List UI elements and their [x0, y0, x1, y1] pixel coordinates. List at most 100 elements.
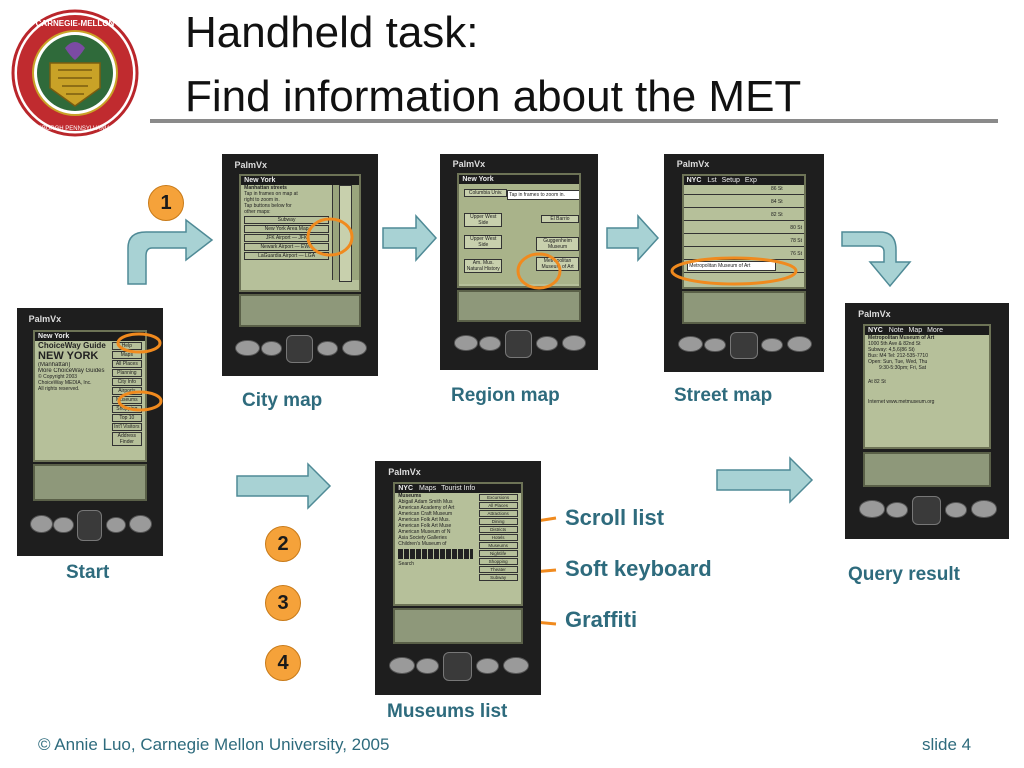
cat-attractions[interactable]: Attractions — [478, 510, 518, 518]
menu-airports[interactable]: Airports — [111, 387, 142, 396]
phone-button[interactable] — [885, 501, 909, 518]
date-button[interactable] — [859, 500, 885, 518]
tab-map[interactable]: Map — [908, 327, 923, 335]
jfk-button[interactable]: JFK Airport — JFK — [244, 233, 329, 242]
cat-all-places[interactable]: All Places — [478, 502, 518, 510]
date-button[interactable] — [677, 336, 703, 353]
date-button[interactable] — [453, 334, 479, 351]
todo-button[interactable] — [316, 341, 339, 356]
list-item[interactable]: Asia Society Galleries — [398, 535, 447, 542]
scroll-rocker[interactable] — [504, 330, 533, 358]
scroll-list[interactable]: Museums Abigail Adam Smith Mus American … — [395, 493, 475, 582]
phone-button[interactable] — [53, 516, 74, 534]
cat-theater[interactable]: Theater — [478, 566, 518, 574]
cat-excursions[interactable]: Excursions — [478, 494, 518, 502]
right-arrow-icon — [716, 456, 814, 504]
graffiti-area[interactable] — [33, 464, 147, 502]
menu-maps[interactable]: Maps — [111, 351, 142, 360]
street-label: 78 St — [790, 237, 802, 244]
phone-button[interactable] — [260, 341, 283, 356]
memo-button[interactable] — [787, 336, 813, 353]
cat-shopping[interactable]: Shopping — [478, 558, 518, 566]
cat-dining[interactable]: Dining — [478, 518, 518, 526]
menu-planning[interactable]: Planning — [111, 369, 142, 378]
memo-button[interactable] — [342, 339, 367, 356]
lga-button[interactable]: LaGuardia Airport — LGA — [244, 251, 329, 260]
list-item[interactable]: American Academy of Art — [398, 505, 455, 512]
menu-city-info[interactable]: City Info — [111, 378, 142, 387]
ewr-button[interactable]: Newark Airport — EWR — [244, 242, 329, 251]
tab-maps[interactable]: Maps — [418, 485, 437, 493]
soft-keyboard[interactable] — [398, 549, 473, 560]
screen-header: NYC Lst Setup Exp — [683, 175, 805, 185]
todo-button[interactable] — [105, 516, 127, 534]
tab-tourist-info[interactable]: Tourist Info — [441, 485, 476, 493]
palm-brand: PalmVx — [858, 308, 891, 319]
list-item[interactable]: Abigail Adam Smith Mus — [398, 499, 453, 506]
graffiti-area[interactable] — [239, 293, 361, 328]
menu-shopping[interactable]: Shopping — [111, 405, 142, 414]
cat-museums[interactable]: Museums — [478, 542, 518, 550]
region-map[interactable]: Columbia Univ. Tap in frames to zoom in.… — [459, 184, 579, 285]
date-button[interactable] — [389, 656, 416, 674]
menu-address-finder[interactable]: Address Finder — [111, 432, 142, 447]
search-label[interactable]: Search — [398, 561, 415, 568]
cat-districts[interactable]: Districts — [478, 526, 518, 534]
more-guides-link[interactable]: More ChoiceWay Guides — [38, 368, 105, 375]
graffiti-area[interactable] — [863, 451, 991, 488]
list-item[interactable]: American Folk Art Mus. — [398, 517, 450, 524]
graffiti-area[interactable] — [457, 290, 581, 323]
svg-text:PITTSBURGH PENNSYLVANIA 1900: PITTSBURGH PENNSYLVANIA 1900 — [25, 126, 126, 132]
tab-more[interactable]: More — [927, 327, 944, 335]
menu-help[interactable]: Help — [111, 342, 142, 351]
subway-button[interactable]: Subway — [244, 215, 329, 224]
scroll-rocker[interactable] — [912, 495, 941, 526]
menu-top-10[interactable]: Top 10 — [111, 414, 142, 423]
place-website[interactable]: Internet www.metmuseum.org — [868, 399, 935, 406]
place-hours: Open: Sun, Tue, Wed, Thu — [868, 359, 928, 366]
met-street-label[interactable]: Metropolitan Museum of Art — [687, 260, 776, 271]
cat-hotels[interactable]: Hotels — [478, 534, 518, 542]
area-map-button[interactable]: New York Area Map — [244, 224, 329, 233]
start-caption: Start — [66, 562, 110, 583]
phone-button[interactable] — [479, 335, 502, 351]
memo-button[interactable] — [502, 656, 529, 674]
graffiti-area[interactable] — [393, 608, 523, 644]
todo-button[interactable] — [475, 658, 499, 674]
tab-exp[interactable]: Exp — [744, 176, 757, 184]
list-item[interactable]: American Folk Art Muse — [398, 523, 452, 530]
map-label: Upper West Side — [464, 213, 503, 228]
cat-nightlife[interactable]: Nightlife — [478, 550, 518, 558]
copyright-company: ChoiceWay MEDIA, Inc. — [38, 380, 92, 387]
todo-button[interactable] — [944, 501, 968, 518]
todo-button[interactable] — [536, 335, 558, 351]
phone-button[interactable] — [703, 337, 726, 353]
guide-name: ChoiceWay Guide — [38, 341, 106, 351]
street-grid[interactable]: 86 St 84 St 82 St 80 St 78 St 76 St Metr… — [683, 184, 805, 285]
scroll-rocker[interactable] — [443, 652, 472, 682]
cat-subway[interactable]: Subway — [478, 574, 518, 582]
scroll-rocker[interactable] — [285, 335, 314, 364]
date-button[interactable] — [235, 339, 260, 356]
todo-button[interactable] — [761, 337, 784, 353]
met-region-label[interactable]: Metropolitan Museum of Art — [536, 257, 579, 272]
list-item[interactable]: Children's Museum of — [398, 541, 447, 548]
memo-button[interactable] — [971, 500, 997, 518]
tab-note[interactable]: Note — [888, 327, 904, 335]
menu-intl-visitors[interactable]: Int'l Visitors — [111, 423, 142, 432]
date-button[interactable] — [29, 515, 53, 534]
menu-museums[interactable]: Museums — [111, 396, 142, 405]
scroll-rocker[interactable] — [76, 510, 103, 542]
graffiti-area[interactable] — [681, 291, 807, 325]
tab-setup[interactable]: Setup — [721, 176, 740, 184]
scroll-rocker[interactable] — [729, 331, 758, 360]
phone-button[interactable] — [416, 658, 440, 674]
list-item[interactable]: American Craft Museum — [398, 511, 453, 518]
list-item[interactable]: American Museum of N — [398, 529, 451, 536]
museums-list-screen: NYC Maps Tourist Info Museums Abigail Ad… — [393, 482, 523, 607]
memo-button[interactable] — [129, 515, 153, 534]
manhattan-map[interactable] — [331, 184, 359, 282]
memo-button[interactable] — [561, 334, 587, 351]
menu-all-places[interactable]: All Places — [111, 360, 142, 369]
tab-list[interactable]: Lst — [707, 176, 717, 184]
